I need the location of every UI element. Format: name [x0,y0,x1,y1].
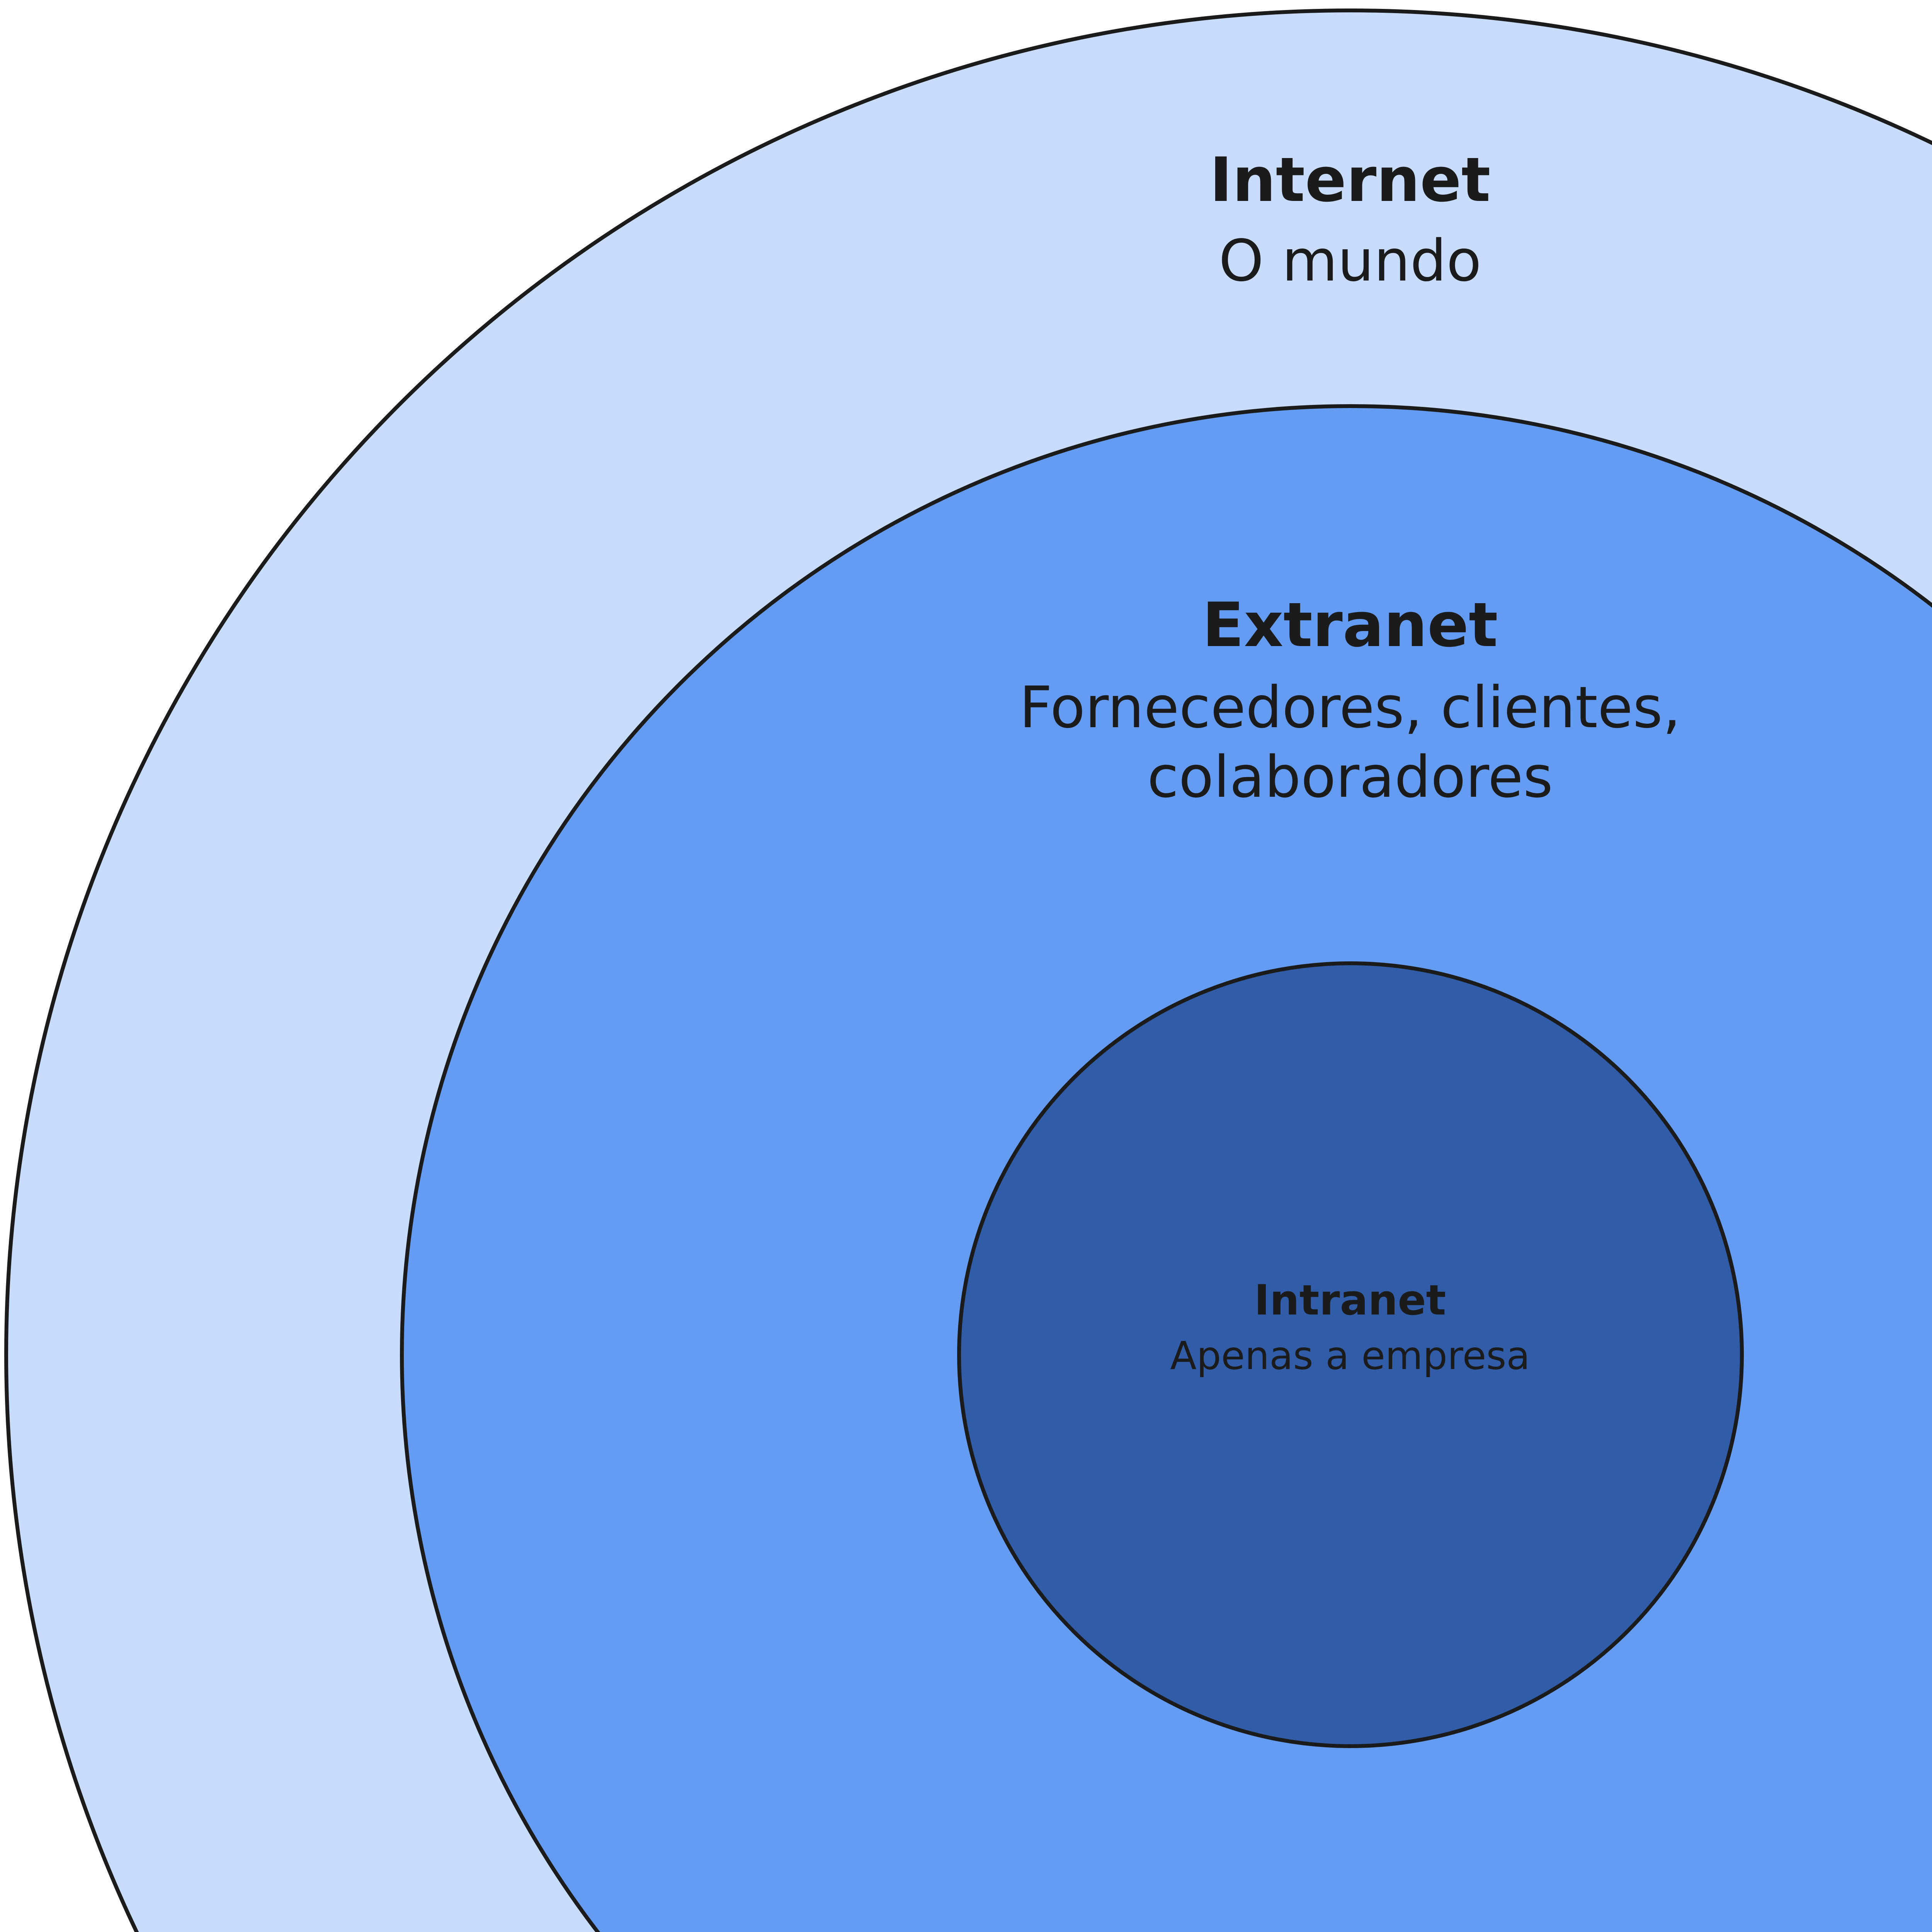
circle-intranet [957,961,1744,1748]
